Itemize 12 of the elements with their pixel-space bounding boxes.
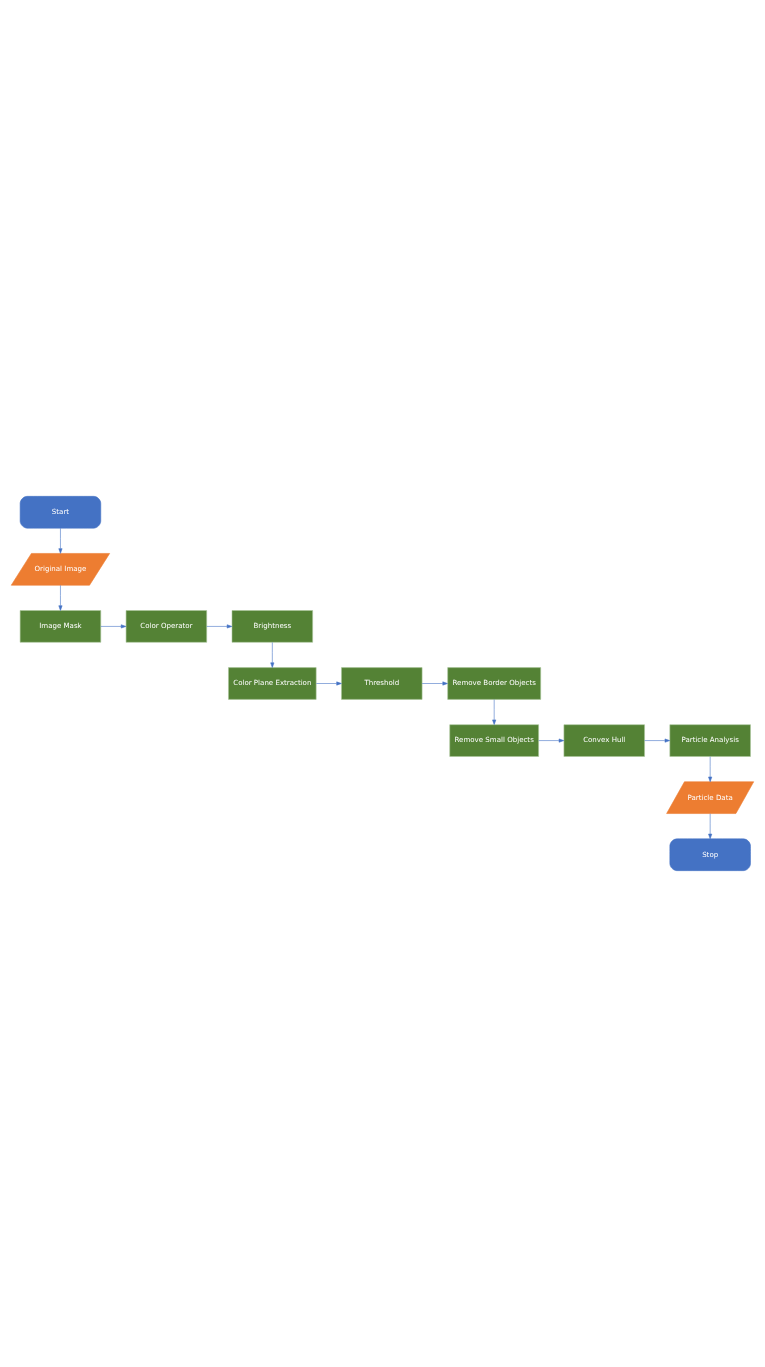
arrow	[58, 585, 63, 611]
arrow	[58, 527, 63, 554]
arrow	[100, 624, 127, 629]
arrow	[492, 699, 497, 725]
arrow	[316, 681, 342, 686]
arrow	[270, 642, 275, 668]
arrow	[538, 738, 565, 743]
arrow	[644, 738, 670, 743]
arrow	[708, 813, 713, 840]
arrow	[708, 756, 713, 782]
arrow	[421, 681, 448, 686]
arrow	[206, 624, 233, 629]
